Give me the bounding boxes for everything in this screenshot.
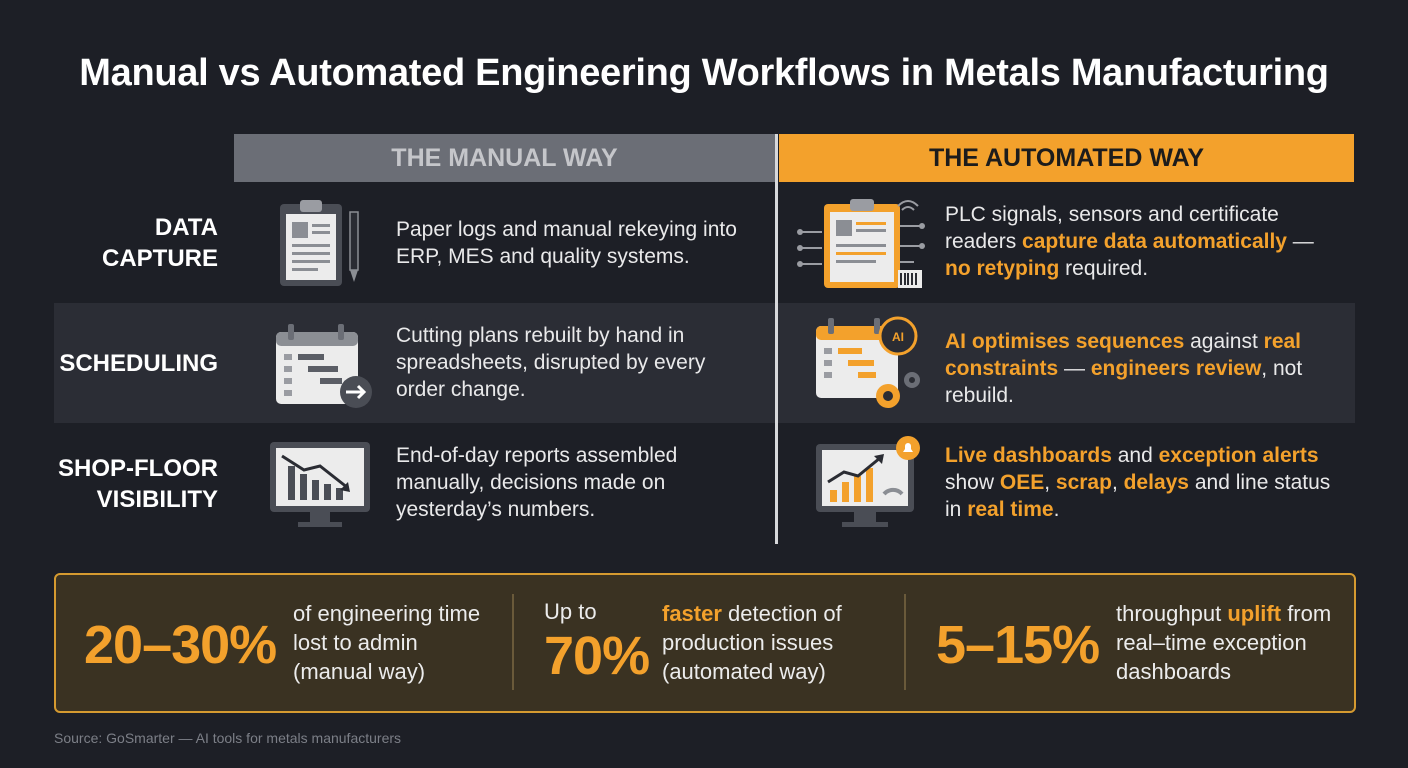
highlighted-text: OEE — [999, 471, 1045, 494]
body-text: and — [1111, 444, 1159, 467]
manual-desc-data-capture: Paper logs and manual rekeying into ERP,… — [396, 218, 737, 268]
stat-prefix-faster-detection: Up to — [544, 599, 597, 624]
source-footnote: Source: GoSmarter — AI tools for metals … — [54, 730, 402, 746]
automated-way-header: THE AUTOMATED WAY — [779, 134, 1354, 182]
auto-desc-shop-floor-visibility: Live dashboards and exception alerts sho… — [945, 442, 1341, 523]
manual-desc-shop-floor-visibility: End-of-day reports assembled manually, d… — [396, 444, 678, 521]
highlighted-text: engineers review — [1090, 357, 1262, 380]
stats-divider — [904, 594, 906, 690]
highlighted-text: Live dashboards — [945, 444, 1112, 467]
body-text: , — [1111, 471, 1124, 494]
highlighted-text: delays — [1123, 471, 1189, 494]
stat-value-faster-detection: 70% — [544, 626, 650, 686]
highlighted-text: exception alerts — [1158, 444, 1319, 467]
body-text: . — [1053, 498, 1060, 521]
highlighted-text: uplift — [1227, 601, 1282, 626]
body-text: and line status in — [945, 471, 1331, 521]
auto-desc-scheduling: AI optimises sequences against real cons… — [945, 328, 1335, 409]
scheduling-row-band — [54, 303, 1355, 423]
row-label-data-capture: DATA CAPTURE — [101, 214, 218, 272]
highlighted-text: scrap — [1055, 471, 1112, 494]
stats-panel — [54, 573, 1356, 713]
body-text: show — [945, 471, 1000, 494]
body-text: — — [1286, 230, 1314, 253]
body-text: , not rebuild. — [945, 357, 1303, 407]
stat-text-admin-time: of engineering time lost to admin (manua… — [293, 599, 503, 686]
clipboard-pen-icon — [280, 200, 359, 286]
row-label-scheduling: SCHEDULING — [59, 350, 218, 377]
connected-clipboard-icon — [797, 199, 925, 288]
highlighted-text: no retyping — [945, 257, 1060, 280]
monitor-declining-chart-icon — [270, 442, 370, 527]
calendar-gantt-icon — [276, 324, 372, 408]
highlighted-text: real time — [967, 498, 1054, 521]
auto-desc-data-capture: PLC signals, sensors and certificate rea… — [945, 201, 1335, 282]
manual-desc-scheduling: Cutting plans rebuilt by hand in spreads… — [396, 324, 706, 401]
body-text: throughput — [1116, 601, 1228, 626]
body-text: , — [1044, 471, 1056, 494]
body-text: required. — [1059, 257, 1149, 280]
highlighted-text: capture data automatically — [1022, 230, 1287, 253]
highlighted-text: faster — [662, 601, 722, 626]
body-text: against — [1184, 330, 1264, 353]
stat-text-faster-detection: faster detection of production issues (a… — [662, 599, 892, 686]
body-text: detection of production issues (automate… — [662, 601, 842, 684]
body-text: of engineering time lost to admin (manua… — [293, 601, 481, 684]
ai-calendar-gear-icon: AI — [816, 316, 920, 408]
manual-way-header: THE MANUAL WAY — [234, 134, 775, 182]
stats-divider — [512, 594, 514, 690]
stat-text-throughput: throughput uplift from real–time excepti… — [1116, 599, 1352, 686]
highlighted-text: AI optimises sequences — [945, 330, 1185, 353]
stat-value-throughput: 5–15% — [936, 615, 1100, 675]
row-label-shop-floor-visibility: SHOP-FLOOR VISIBILITY — [58, 455, 218, 513]
stat-value-admin-time: 20–30% — [84, 615, 277, 675]
monitor-rising-chart-alert-icon — [816, 436, 920, 527]
body-text: — — [1058, 357, 1091, 380]
body-text: from real–time exception dashboards — [1116, 601, 1332, 684]
svg-text:AI: AI — [892, 330, 904, 344]
page-title: Manual vs Automated Engineering Workflow… — [79, 52, 1329, 94]
highlighted-text: real constraints — [945, 330, 1302, 380]
body-text: PLC signals, sensors and certificate rea… — [945, 203, 1279, 253]
column-divider — [775, 134, 778, 544]
